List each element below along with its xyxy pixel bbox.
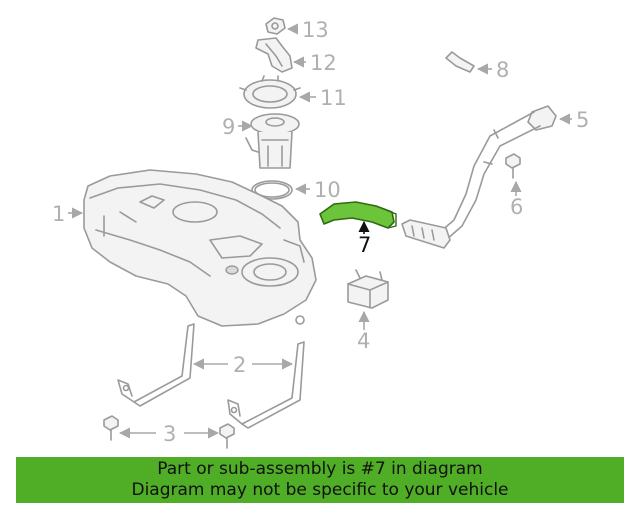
callout-3: 3 <box>163 422 176 446</box>
callout-5: 5 <box>576 108 589 132</box>
callout-4: 4 <box>357 329 370 353</box>
part-2-tank-straps <box>117 323 305 429</box>
banner-line-1: Part or sub-assembly is #7 in diagram <box>157 459 483 479</box>
part-7-hose-highlighted[interactable] <box>319 201 397 229</box>
info-banner: Part or sub-assembly is #7 in diagram Di… <box>16 457 624 503</box>
part-10-seal <box>251 180 293 200</box>
callout-6: 6 <box>510 195 523 219</box>
callout-1: 1 <box>52 202 65 226</box>
banner-line-2: Diagram may not be specific to your vehi… <box>131 480 509 500</box>
part-11-lock-ring <box>239 75 301 109</box>
part-5-filler-pipe <box>401 105 557 249</box>
callout-11: 11 <box>320 86 347 110</box>
callout-7: 7 <box>358 233 371 257</box>
callout-8: 8 <box>496 58 509 82</box>
parts-diagram: 13 12 11 9 10 <box>52 17 589 449</box>
part-6-bolt <box>505 153 521 179</box>
part-4-valve <box>347 269 389 309</box>
callout-10: 10 <box>314 178 341 202</box>
part-1-fuel-tank <box>83 169 317 327</box>
part-12-bracket <box>255 37 293 73</box>
part-8-clip <box>445 51 475 73</box>
callout-12: 12 <box>310 51 337 75</box>
part-3-bolts <box>103 415 235 449</box>
callout-13: 13 <box>302 18 329 42</box>
part-13-nut <box>265 17 286 35</box>
callout-2: 2 <box>233 353 246 377</box>
part-9-fuel-pump <box>245 113 300 169</box>
callout-9: 9 <box>222 115 235 139</box>
